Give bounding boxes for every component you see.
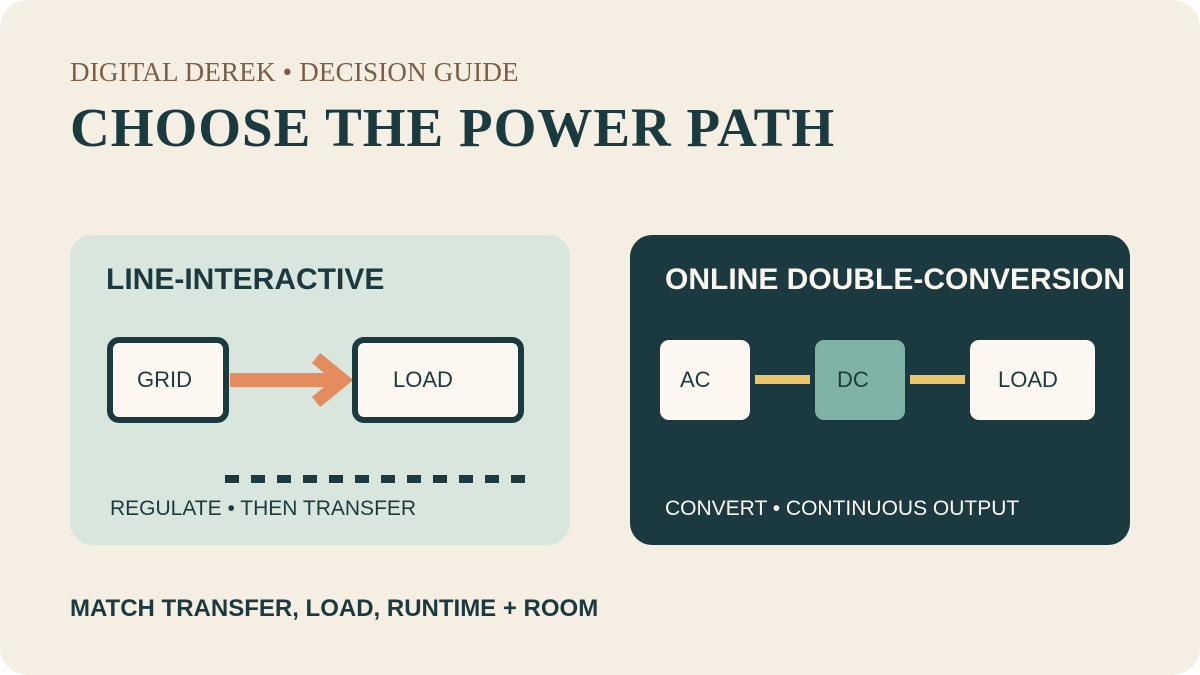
dashed-divider [225,475,525,483]
ac-node: AC [660,340,750,420]
eyebrow: DIGITAL DEREK • DECISION GUIDE [70,57,519,87]
online-double-conversion-title: ONLINE DOUBLE-CONVERSION [665,263,1126,296]
dc-node-label: DC [837,367,869,392]
online-load-node: LOAD [970,340,1095,420]
line-interactive-panel: LINE-INTERACTIVE GRID LOAD REGULATE • TH… [70,235,570,545]
online-double-conversion-caption: CONVERT • CONTINUOUS OUTPUT [665,497,1020,520]
ac-dc-connector [755,375,810,384]
line-interactive-caption: REGULATE • THEN TRANSFER [110,497,417,520]
ac-node-label: AC [680,367,711,392]
online-load-node-label: LOAD [998,367,1058,392]
footer-tagline: MATCH TRANSFER, LOAD, RUNTIME + ROOM [70,595,599,622]
load-node-label: LOAD [393,367,453,392]
load-node: LOAD [352,337,524,423]
grid-node: GRID [107,337,229,423]
dc-node: DC [815,340,905,420]
dc-load-connector [910,375,965,384]
transfer-arrow-icon [230,352,354,408]
online-double-conversion-panel: ONLINE DOUBLE-CONVERSION AC DC LOAD CONV… [630,235,1130,545]
grid-node-label: GRID [137,367,192,392]
line-interactive-title: LINE-INTERACTIVE [106,263,385,296]
page-title: CHOOSE THE POWER PATH [70,97,836,158]
